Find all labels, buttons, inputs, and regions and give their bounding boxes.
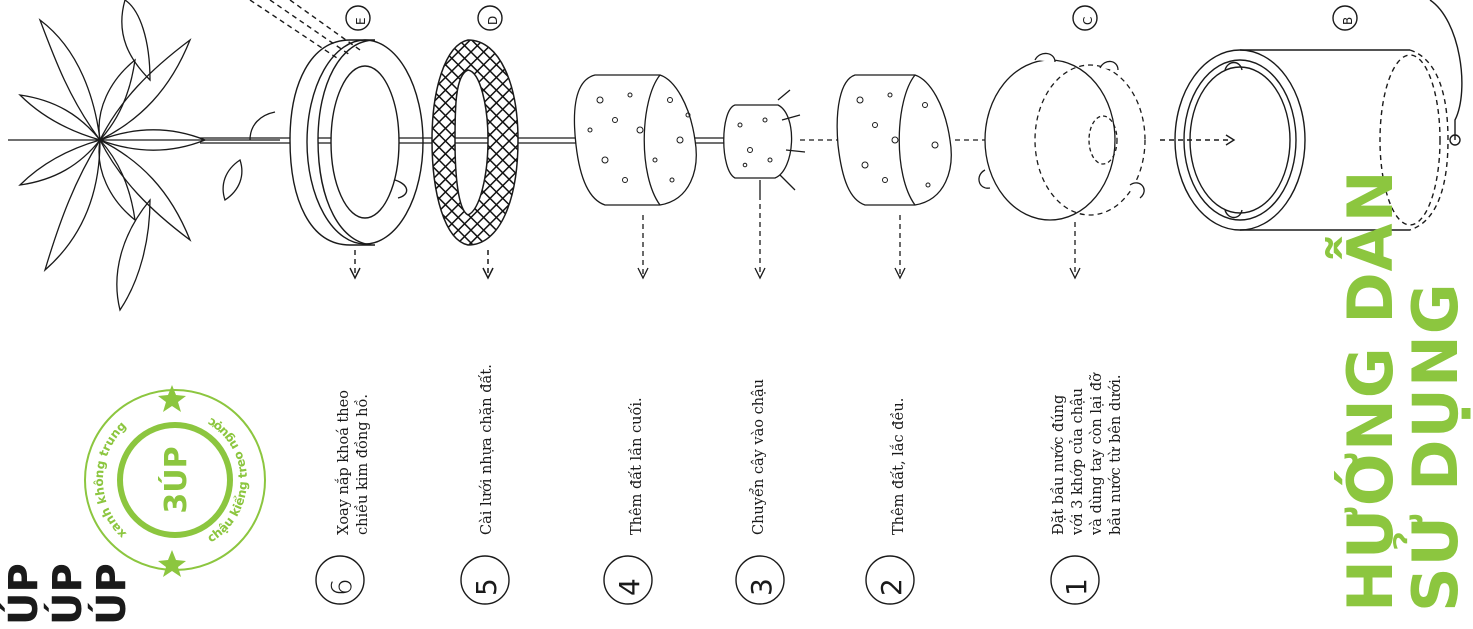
step-number-4: 4 — [613, 578, 646, 596]
step-number-5: 5 — [470, 578, 503, 596]
step-1-text: Đặt bầu nước đúng với 3 khớp của chậu và… — [1051, 373, 1124, 535]
part-b-pot-body — [1160, 0, 1463, 231]
page-title-line2: SỬ DỤNG — [1399, 282, 1472, 612]
step-5-text: Cài lưới nhựa chặn đất. — [479, 364, 495, 535]
plant-illustration — [8, 0, 280, 312]
brand-logo-text: ÚPÚPÚP — [0, 563, 135, 625]
step-number-circles — [315, 555, 1100, 605]
part-label-e: E — [354, 17, 368, 25]
part-c-water-bulb — [978, 52, 1146, 280]
part-label-markers — [345, 5, 1358, 31]
step-number-1: 1 — [1060, 578, 1093, 596]
part-soil-shake — [836, 74, 1034, 280]
stamp-center-text: 3ÚP — [157, 446, 194, 513]
part-plant-rootball — [723, 89, 845, 280]
step-4-text: Thêm đất lần cuối. — [629, 397, 645, 535]
brand-logo: ÚPÚPÚP — [0, 563, 135, 625]
part-e-lock-cap — [249, 0, 424, 280]
page-title-line1: HƯỚNG DẪN — [1334, 169, 1407, 612]
step-3-text: Chuyển cây vào chậu — [751, 378, 767, 535]
step-6-text: Xoay nắp khoá theo chiều kim đồng hồ. — [336, 390, 371, 535]
stamp-ring-top-text: xanh không trung — [92, 419, 129, 542]
step-2-text: Thêm đất, lắc đều. — [891, 397, 907, 535]
part-label-c: C — [1081, 16, 1095, 25]
step-number-2: 2 — [875, 578, 908, 596]
part-d-plastic-mesh — [431, 39, 519, 280]
part-soil-final — [573, 74, 697, 280]
brand-stamp: 3ÚP xanh không trung chậu kiểng treo ngư… — [84, 385, 266, 577]
part-label-d: D — [486, 15, 500, 25]
step-number-3: 3 — [745, 578, 778, 596]
part-label-b: B — [1341, 16, 1355, 25]
step-number-6: 6 — [325, 578, 358, 596]
